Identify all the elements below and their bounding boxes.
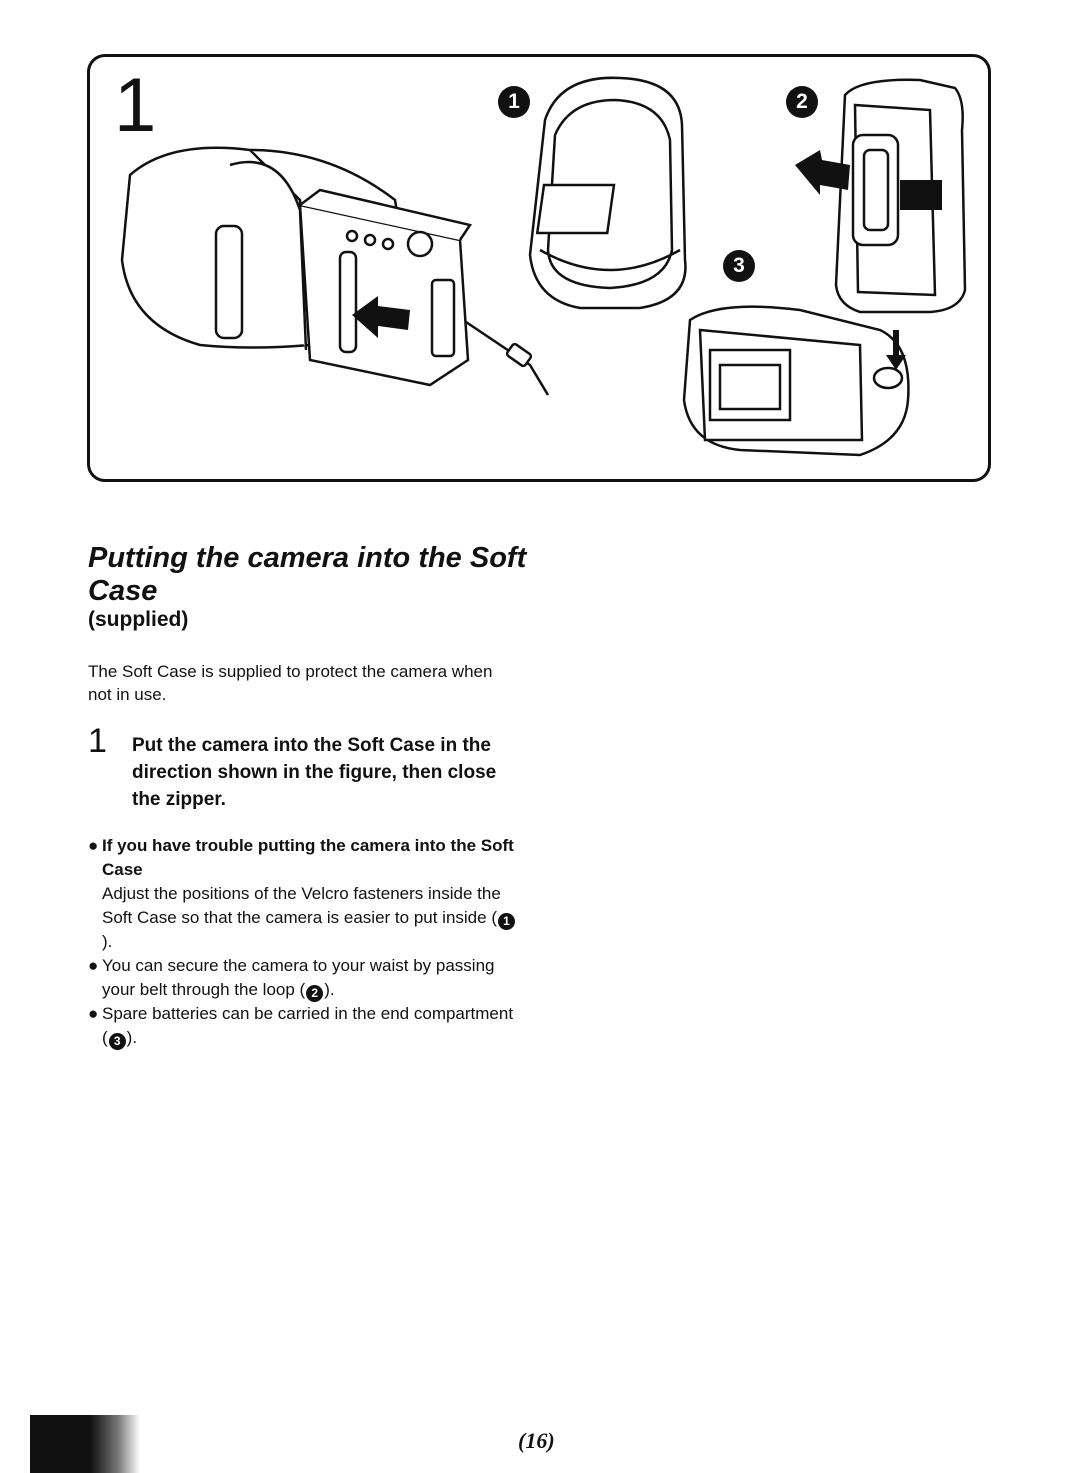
open-case-drawing	[528, 76, 687, 310]
note-trouble: ● If you have trouble putting the camera…	[88, 834, 518, 954]
note-waist-text: You can secure the camera to your waist …	[102, 956, 495, 999]
marker-1-icon: 1	[498, 86, 530, 118]
section-title: Putting the camera into the Soft Case	[88, 542, 527, 607]
section-subtitle: (supplied)	[88, 608, 189, 631]
scan-edge-mark	[30, 1415, 140, 1473]
bullet-icon: ●	[88, 836, 99, 855]
step-instruction: Put the camera into the Soft Case in the…	[132, 735, 497, 810]
down-arrow-icon	[886, 330, 906, 370]
insert-arrow-icon	[352, 296, 410, 338]
close-paren: ).	[102, 932, 113, 951]
close-paren: ).	[324, 980, 335, 999]
note-batteries-text: Spare batteries can be carried in the en…	[102, 1004, 514, 1047]
bullet-icon: ●	[88, 956, 99, 975]
illustration-frame	[87, 54, 991, 482]
figure-number: 1	[114, 63, 157, 148]
marker-2-ref-icon: 2	[306, 985, 324, 1002]
notes-list: ● If you have trouble putting the camera…	[88, 834, 518, 1050]
marker-3-icon: 3	[723, 250, 755, 282]
intro-paragraph: The Soft Case is supplied to protect the…	[88, 662, 493, 704]
note-trouble-text: Adjust the positions of the Velcro faste…	[102, 884, 501, 927]
note-trouble-heading: If you have trouble putting the camera i…	[102, 836, 514, 879]
close-paren: ).	[126, 1028, 138, 1047]
strap-arrow-icon	[900, 180, 942, 210]
bullet-icon: ●	[88, 1004, 99, 1023]
left-arrow-icon	[795, 150, 850, 195]
marker-2-icon: 2	[786, 86, 818, 118]
step-number: 1	[88, 722, 107, 760]
marker-1-ref-icon: 1	[497, 913, 515, 930]
marker-3-ref-icon: 3	[108, 1033, 126, 1050]
camera-in-case-drawing	[120, 146, 550, 396]
note-batteries: ● Spare batteries can be carried in the …	[88, 1002, 518, 1050]
note-waist: ● You can secure the camera to your wais…	[88, 954, 518, 1002]
case-end-compartment-drawing	[682, 305, 910, 457]
note-trouble-body: Adjust the positions of the Velcro faste…	[102, 882, 518, 954]
page-number: (16)	[518, 1428, 555, 1453]
